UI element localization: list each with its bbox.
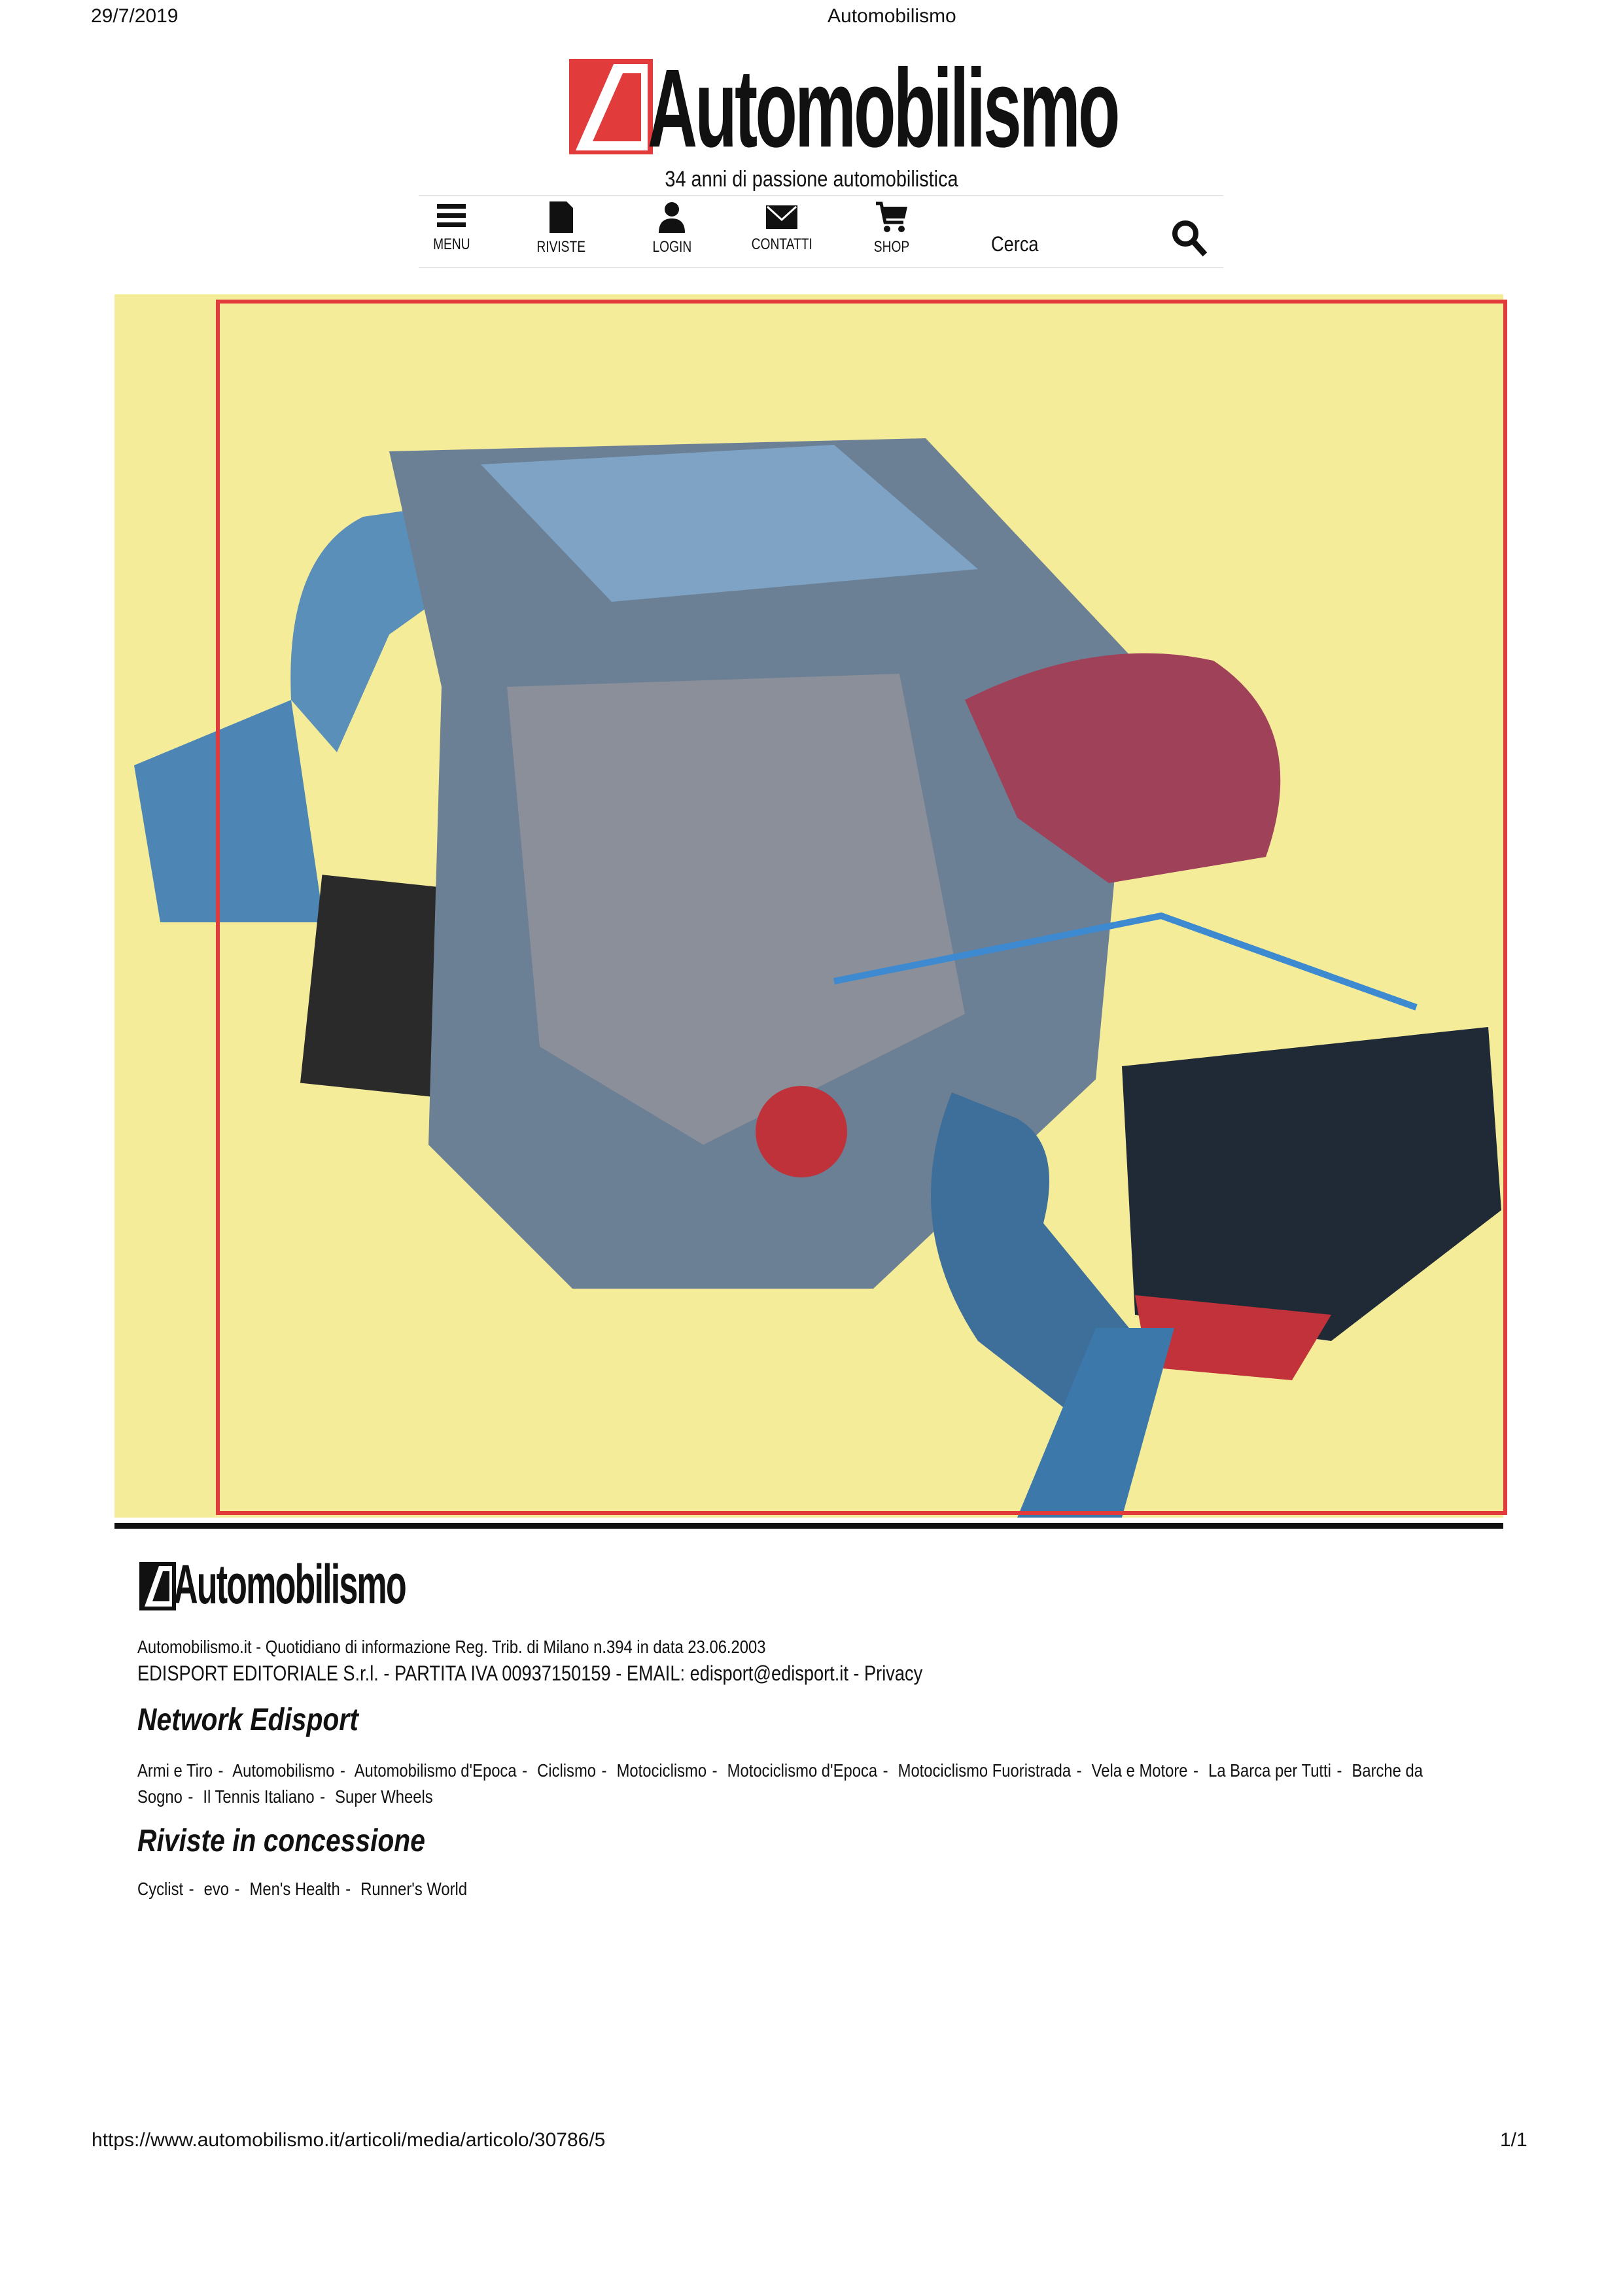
nav-label: LOGIN [652,238,691,256]
divider [419,267,1223,268]
footer-rule [114,1523,1503,1529]
logo-text: Automobilismo [648,46,1120,171]
footer-logo-text: Automobilismo [173,1554,407,1615]
network-link[interactable]: Il Tennis Italiano [203,1786,315,1807]
network-heading: Network Edisport [137,1703,358,1737]
print-url: https://www.automobilismo.it/articoli/me… [92,2129,606,2151]
company-info: EDISPORT EDITORIALE S.r.l. - PARTITA IVA… [137,1661,690,1685]
nav-label: CONTATTI [751,235,812,253]
network-link[interactable]: Ciclismo [537,1760,597,1781]
nav-label: MENU [432,235,470,253]
tagline: 34 anni di passione automobilistica [665,167,958,192]
concession-link[interactable]: Runner's World [360,1879,468,1899]
network-links: Armi e Tiro- Automobilismo- Automobilism… [137,1760,1423,1807]
network-link[interactable]: Super Wheels [335,1786,433,1807]
concession-link[interactable]: evo [203,1879,230,1899]
nav-label: RIVISTE [536,238,586,256]
logo-mark-icon [139,1562,176,1610]
network-link[interactable]: Automobilismo d'Epoca [354,1760,517,1781]
privacy-link[interactable]: Privacy [864,1661,923,1685]
network-link[interactable]: La Barca per Tutti [1208,1760,1331,1781]
divider [419,195,1223,196]
print-title: Automobilismo [828,5,956,27]
document-icon [550,201,573,233]
illustration-frame [216,300,1507,1515]
network-link[interactable]: Armi e Tiro [137,1760,213,1781]
search-icon[interactable] [1171,219,1208,258]
menu-icon [437,204,466,227]
concession-link[interactable]: Men's Health [249,1879,340,1899]
network-link[interactable]: Motociclismo d'Epoca [727,1760,878,1781]
print-date: 29/7/2019 [91,5,179,27]
concession-link[interactable]: Cyclist [137,1879,184,1899]
nav-label: SHOP [873,238,910,256]
concession-heading: Riviste in concessione [137,1824,425,1858]
network-link[interactable]: Vela e Motore [1091,1760,1188,1781]
nav-contatti[interactable]: CONTATTI [736,201,828,254]
nav-menu[interactable]: MENU [406,201,497,254]
footer-legal-line: Automobilismo.it - Quotidiano di informa… [137,1637,766,1657]
network-link[interactable]: Motociclismo [616,1760,707,1781]
engine-illustration [114,294,1503,1518]
user-icon [659,202,685,233]
nav-riviste[interactable]: RIVISTE [515,201,607,256]
nav-shop[interactable]: SHOP [846,201,937,256]
network-link[interactable]: Motociclismo Fuoristrada [898,1760,1072,1781]
logo-mark-icon [569,59,653,154]
nav-login[interactable]: LOGIN [626,201,718,256]
footer-company-line: EDISPORT EDITORIALE S.r.l. - PARTITA IVA… [137,1661,923,1685]
search-input[interactable]: Cerca [991,232,1039,256]
print-page-number: 1/1 [1500,2129,1527,2151]
envelope-icon [766,205,797,229]
site-logo[interactable]: Automobilismo [569,46,1120,171]
email-link[interactable]: edisport@edisport.it [689,1661,848,1685]
engine-cutaway-image [134,438,1501,1518]
concession-links: Cyclist- evo- Men's Health- Runner's Wor… [137,1879,468,1899]
network-link[interactable]: Barche da Sogno [137,1760,1423,1807]
network-link[interactable]: Automobilismo [232,1760,335,1781]
cart-icon [876,201,907,232]
